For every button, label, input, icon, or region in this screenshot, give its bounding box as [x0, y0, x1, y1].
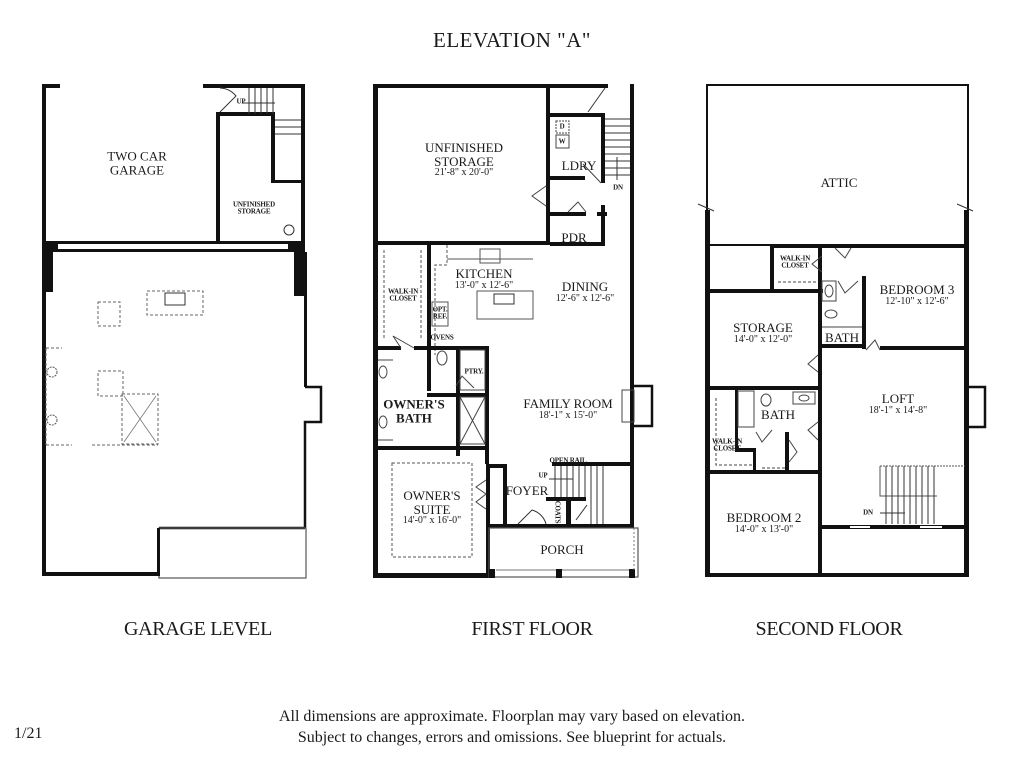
stair-up-label: UP	[236, 97, 246, 106]
room-owners-suite: OWNER'S SUITE 14'-0" x 16'-0"	[403, 489, 461, 527]
room-unfinished-storage: UNFINISHED STORAGE 21'-8" x 20'-0"	[425, 141, 503, 179]
disclaimer: All dimensions are approximate. Floorpla…	[0, 706, 1024, 748]
room-name: STORAGE	[733, 319, 793, 335]
room-name: UNFINISHED STORAGE	[425, 140, 503, 169]
ovens-label: OVENS	[430, 333, 454, 342]
room-name: BEDROOM 3	[879, 281, 955, 297]
room-foyer: FOYER	[505, 483, 549, 499]
first-floor-label: FIRST FLOOR	[471, 618, 593, 640]
dryer-label: D	[559, 122, 565, 131]
room-name: BEDROOM 2	[726, 509, 802, 525]
washer-label: W	[558, 137, 566, 146]
opt-ref-label: OPT. REF.	[432, 305, 448, 321]
room-name: DINING	[561, 278, 609, 294]
room-dimension: 12'-6" x 12'-6"	[555, 292, 615, 304]
room-unfinished-storage-garage: UNFINISHED STORAGE	[233, 200, 275, 216]
room-two-car-garage: TWO CAR GARAGE	[107, 148, 167, 177]
room-bath-1: BATH	[825, 330, 859, 346]
garage-level-label: GARAGE LEVEL	[123, 618, 273, 640]
first-floor-plan	[373, 84, 654, 578]
room-laundry: LDRY	[561, 158, 597, 174]
disclaimer-line-1: All dimensions are approximate. Floorpla…	[278, 708, 746, 725]
room-name: KITCHEN	[455, 265, 513, 281]
room-dimension: 14'-0" x 12'-0"	[733, 333, 793, 345]
room-name: OWNER'S SUITE	[403, 488, 461, 517]
room-dining: DINING 12'-6" x 12'-6"	[556, 280, 614, 304]
room-dimension: 21'-8" x 20'-0"	[434, 167, 494, 179]
second-floor-plan	[697, 84, 987, 577]
stair-down-label: DN	[613, 183, 623, 192]
room-name: LOFT	[881, 390, 915, 406]
pantry-label: PTRY.	[464, 367, 484, 376]
stair-up-label-first: UP	[538, 471, 548, 480]
room-porch: PORCH	[540, 542, 584, 558]
room-family-room: FAMILY ROOM 18'-1" x 15'-0"	[523, 397, 612, 421]
stair-down-label-second: DN	[863, 508, 873, 517]
room-dimension: 14'-0" x 13'-0"	[734, 523, 794, 535]
room-dimension: 14'-0" x 16'-0"	[402, 515, 462, 527]
room-dimension: 18'-1" x 14'-8"	[868, 404, 928, 416]
second-floor-label: SECOND FLOOR	[755, 618, 903, 640]
room-bedroom-3: BEDROOM 3 12'-10" x 12'-6"	[880, 283, 955, 307]
walk-in-closet-label: WALK-IN CLOSET	[387, 287, 419, 303]
page-number: 1/21	[14, 725, 43, 742]
room-owners-bath: OWNER'S BATH	[383, 396, 445, 425]
walk-in-closet-label-1: WALK-IN CLOSET	[779, 254, 811, 270]
walk-in-closet-label-2: WALK-IN CLOSET	[711, 437, 743, 453]
room-storage: STORAGE 14'-0" x 12'-0"	[733, 321, 793, 345]
room-bedroom-2: BEDROOM 2 14'-0" x 13'-0"	[727, 511, 802, 535]
room-bath-2: BATH	[761, 407, 795, 423]
room-powder: PDR	[561, 230, 587, 246]
coats-closet-label: COATS	[553, 500, 562, 524]
disclaimer-line-2: Subject to changes, errors and omissions…	[297, 729, 727, 746]
room-loft: LOFT 18'-1" x 14'-8"	[869, 392, 927, 416]
room-attic: ATTIC	[820, 175, 858, 191]
open-rail-label: OPEN RAIL	[549, 456, 587, 465]
room-dimension: 12'-10" x 12'-6"	[885, 295, 949, 307]
room-name: FAMILY ROOM	[523, 395, 613, 411]
room-kitchen: KITCHEN 13'-0" x 12'-6"	[455, 267, 513, 291]
room-dimension: 18'-1" x 15'-0"	[538, 409, 598, 421]
room-dimension: 13'-0" x 12'-6"	[454, 279, 514, 291]
garage-level-plan	[42, 84, 323, 579]
elevation-title: ELEVATION "A"	[433, 28, 591, 52]
